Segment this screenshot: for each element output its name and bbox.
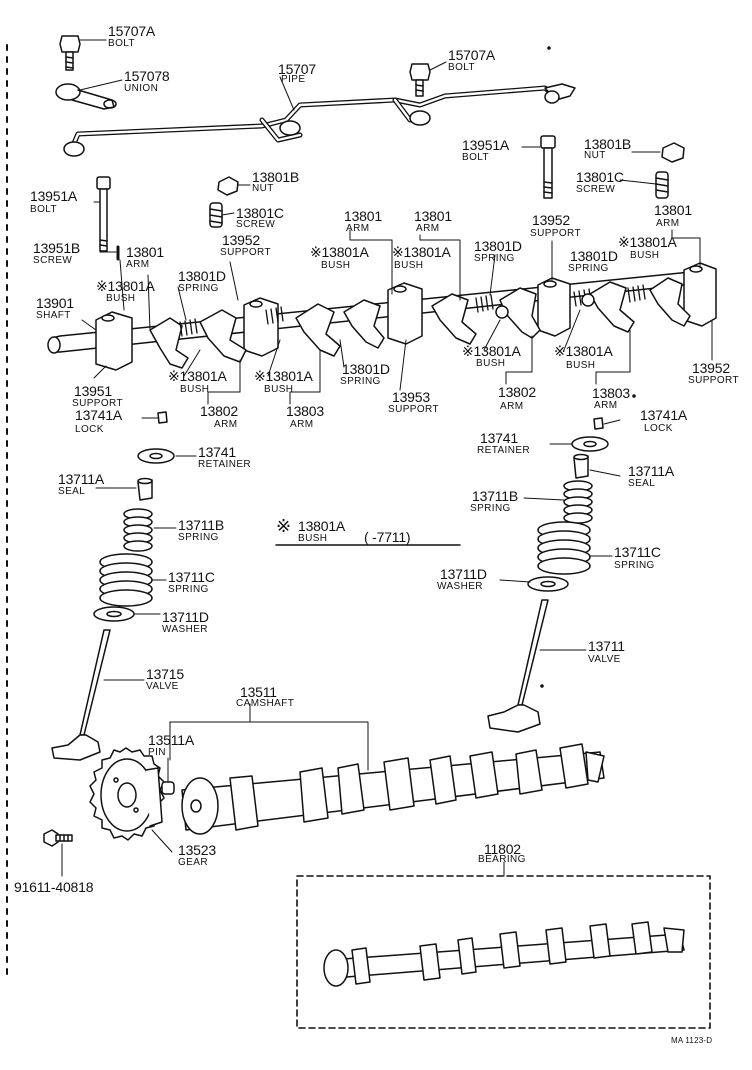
note-range: ( -7711) (364, 529, 411, 545)
retainer-right-drawing (572, 437, 608, 451)
gear-bolt-drawing (44, 830, 72, 846)
bolt-top-right-drawing (410, 64, 430, 96)
spring-inner-left-drawing (124, 509, 152, 551)
retainer-left-drawing (138, 449, 174, 463)
camshaft-drawing (182, 744, 604, 834)
note-mark: ※ (276, 516, 292, 536)
valve-left-drawing (52, 630, 110, 760)
lock-right-drawing (594, 418, 603, 429)
bolt-13951a-right-drawing (541, 136, 555, 198)
note-name: BUSH (298, 533, 328, 544)
cam-pin-drawing (162, 782, 174, 794)
spring-outer-right-drawing (538, 522, 590, 574)
seal-right-drawing (574, 455, 588, 479)
nut-right-drawing (662, 143, 684, 162)
union-drawing (56, 84, 116, 109)
lock-left-drawing (158, 412, 167, 423)
cam-gear-drawing (90, 748, 164, 840)
rocker-springs-drawing (180, 285, 645, 336)
note-part: 13801A (298, 518, 346, 534)
bolt-13951a-left-drawing (97, 177, 110, 251)
spring-inner-right-drawing (564, 481, 592, 523)
oil-pipe-drawing (64, 84, 575, 156)
screw-left-drawing (210, 203, 222, 227)
washer-left-drawing (94, 607, 134, 621)
rocker-bushes-drawing (496, 294, 594, 318)
spring-outer-left-drawing (100, 554, 152, 606)
valve-right-drawing (488, 600, 548, 732)
drawing-code: MA 1123-D (671, 1036, 713, 1045)
rocker-arms-drawing (150, 278, 690, 368)
rocker-supports-drawing (96, 263, 716, 370)
bolt-top-left-drawing (60, 36, 80, 70)
washer-right-drawing (528, 577, 568, 591)
leader-lines (62, 40, 712, 876)
screw-right-drawing (656, 172, 668, 198)
seal-left-drawing (138, 479, 152, 501)
nut-left-drawing (218, 177, 238, 195)
bearing-camshaft-drawing (324, 922, 684, 986)
